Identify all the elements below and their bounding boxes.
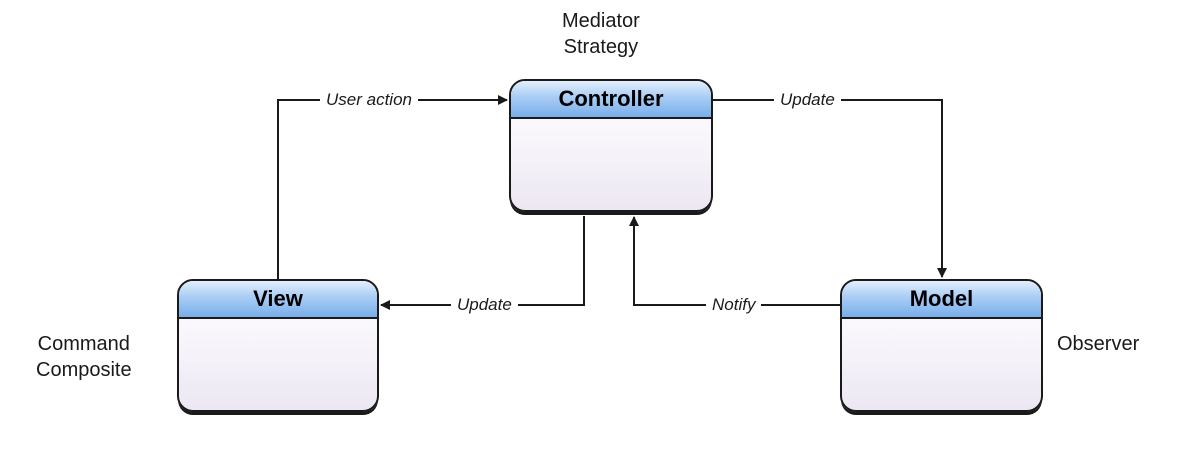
view-update-label: Update <box>451 295 518 315</box>
controller-box: Controller <box>509 79 713 212</box>
view-box: View <box>177 279 379 412</box>
user-action-label: User action <box>320 90 418 110</box>
view-patterns: Command Composite <box>36 331 132 383</box>
view-title: View <box>179 281 377 319</box>
view-to-controller-connector <box>277 95 508 279</box>
controller-to-view-connector <box>380 216 585 310</box>
notify-label: Notify <box>706 295 762 315</box>
model-title: Model <box>842 281 1041 319</box>
controller-title: Controller <box>511 81 711 119</box>
observer-pattern-label: Observer <box>1057 333 1140 355</box>
model-to-controller-connector <box>629 216 840 306</box>
controller-to-model-connector <box>713 99 947 278</box>
command-pattern-label: Command <box>37 333 130 355</box>
controller-patterns: Mediator Strategy <box>562 8 640 60</box>
model-patterns: Observer <box>1057 331 1139 357</box>
composite-pattern-label: Composite <box>36 359 132 381</box>
controller-update-label: Update <box>774 90 841 110</box>
mediator-pattern-label: Mediator <box>562 10 640 32</box>
strategy-pattern-label: Strategy <box>563 36 639 58</box>
model-box: Model <box>840 279 1043 412</box>
